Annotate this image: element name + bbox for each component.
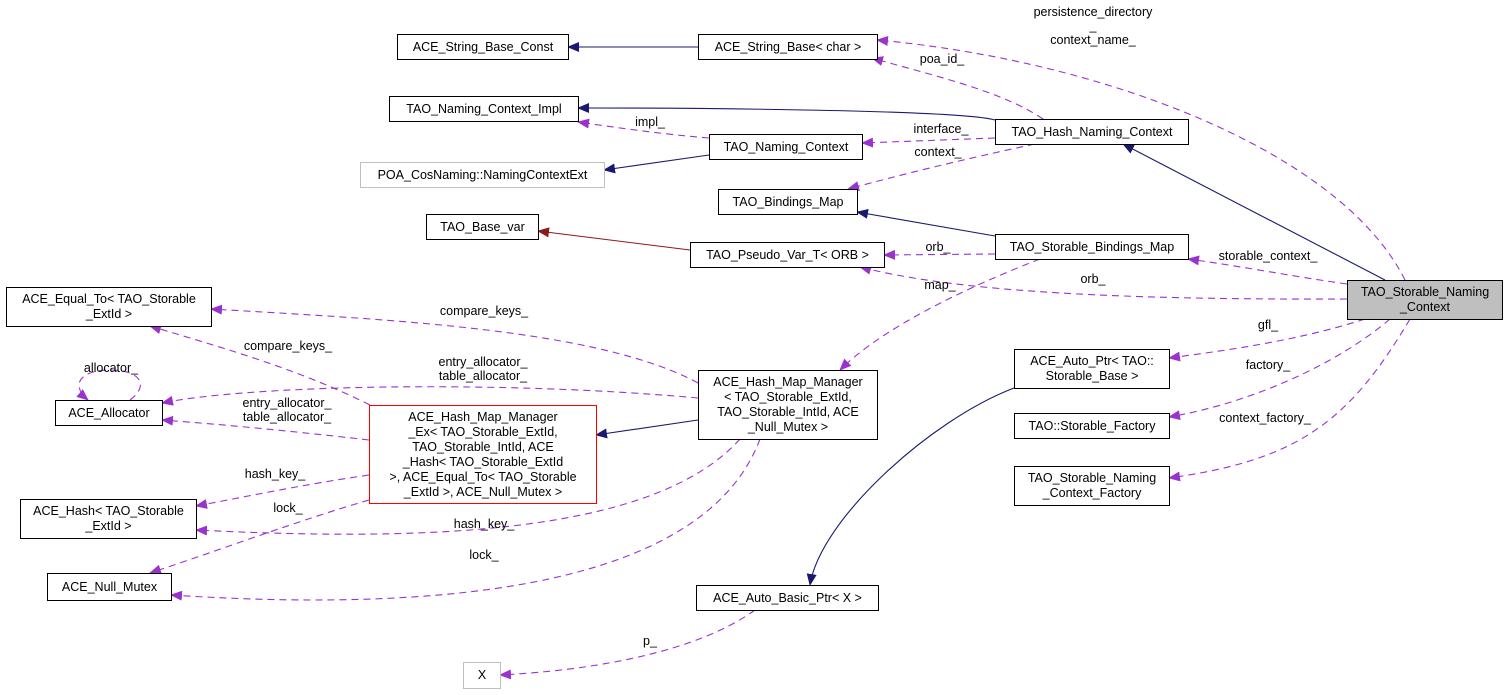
edge-use-allocator-self <box>76 369 141 401</box>
node-tao-storable-naming-context[interactable]: TAO_Storable_Naming _Context <box>1347 280 1503 320</box>
node-ace-equal-to[interactable]: ACE_Equal_To< TAO_Storable _ExtId > <box>6 287 212 327</box>
edge-use-compare-keys-a <box>210 304 699 384</box>
label-compare-keys-a: compare_keys_ <box>439 304 529 318</box>
edge-use-persistence-directory <box>876 36 1406 281</box>
label-factory: factory_ <box>1245 358 1291 372</box>
label-context-factory: context_factory_ <box>1219 411 1311 425</box>
edge-use-impl <box>577 118 710 139</box>
edge-use-gfl <box>1168 318 1366 362</box>
label-compare-keys-b: compare_keys_ <box>243 339 333 353</box>
label-interface: interface_ <box>913 122 969 136</box>
node-ace-hash-map-manager[interactable]: ACE_Hash_Map_Manager < TAO_Storable_ExtI… <box>698 370 878 440</box>
label-context: context_ <box>914 145 962 159</box>
edge-use-p <box>499 609 756 680</box>
edge-use-entry-table-b <box>161 415 370 441</box>
edge-use-context-factory <box>1168 318 1411 482</box>
node-ace-allocator[interactable]: ACE_Allocator <box>55 400 163 426</box>
label-allocator: allocator_ <box>83 361 139 375</box>
label-hash-key-a: hash_key_ <box>244 467 306 481</box>
edge-use-orb-upper <box>883 249 996 260</box>
label-impl: impl_ <box>635 115 665 129</box>
edge-inherit-hash-map-manager-ex <box>595 419 699 439</box>
label-entry-table-a: entry_allocator_ table_allocator_ <box>438 355 528 383</box>
node-ace-hash-map-manager-ex[interactable]: ACE_Hash_Map_Manager _Ex< TAO_Storable_E… <box>369 405 597 504</box>
edge-use-lock-b <box>170 438 761 601</box>
label-lock-b: lock_ <box>469 548 499 562</box>
edge-inherit-bindings-map <box>856 208 996 237</box>
node-x[interactable]: X <box>463 662 501 689</box>
node-ace-hash[interactable]: ACE_Hash< TAO_Storable _ExtId > <box>20 499 197 539</box>
label-lock-a: lock_ <box>273 501 303 515</box>
node-tao-naming-context[interactable]: TAO_Naming_Context <box>709 134 863 160</box>
edge-inherit-auto-basic-ptr <box>806 387 1015 586</box>
label-entry-table-b: entry_allocator_ table_allocator_ <box>242 396 332 424</box>
edge-use-compare-keys-b <box>149 324 371 406</box>
label-orb-lower: orb_ <box>1080 272 1106 286</box>
edge-inherit-poa <box>603 154 710 174</box>
edge-use-hash-key-a <box>195 474 370 509</box>
edge-use-map <box>839 258 1041 371</box>
node-ace-string-base[interactable]: ACE_String_Base< char > <box>698 34 878 60</box>
edge-inherit-base-var <box>537 227 691 251</box>
label-poa-id: poa_id_ <box>919 52 965 66</box>
label-hash-key-b: hash_key_ <box>453 517 515 531</box>
edge-use-lock-a <box>149 499 370 575</box>
node-tao-base-var[interactable]: TAO_Base_var <box>426 214 539 240</box>
node-poa-naming-context-ext[interactable]: POA_CosNaming::NamingContextExt <box>360 162 605 188</box>
node-ace-auto-ptr[interactable]: ACE_Auto_Ptr< TAO:: Storable_Base > <box>1014 349 1170 389</box>
node-ace-string-base-const[interactable]: ACE_String_Base_Const <box>397 34 569 60</box>
node-tao-hash-naming-context[interactable]: TAO_Hash_Naming_Context <box>995 119 1189 145</box>
node-ace-null-mutex[interactable]: ACE_Null_Mutex <box>47 573 172 601</box>
edge-use-context <box>847 143 1036 191</box>
edge-inherit-hash-naming-context <box>1122 143 1386 281</box>
node-tao-storable-factory[interactable]: TAO::Storable_Factory <box>1014 413 1170 439</box>
label-persistence-directory: persistence_directory _ context_name_ <box>1033 5 1153 47</box>
label-orb-upper: orb_ <box>925 240 951 254</box>
edge-use-entry-table-a <box>161 386 699 406</box>
edge-use-orb-lower <box>859 264 1348 300</box>
node-tao-pseudo-var[interactable]: TAO_Pseudo_Var_T< ORB > <box>690 242 885 268</box>
node-tao-storable-naming-context-factory[interactable]: TAO_Storable_Naming _Context_Factory <box>1014 466 1170 506</box>
edge-inherit-naming-context-impl <box>577 103 996 121</box>
label-gfl: gfl_ <box>1257 318 1279 332</box>
node-ace-auto-basic-ptr[interactable]: ACE_Auto_Basic_Ptr< X > <box>696 585 879 611</box>
label-storable-context: storable_context_ <box>1218 249 1318 263</box>
node-tao-bindings-map[interactable]: TAO_Bindings_Map <box>718 189 858 215</box>
label-map: map_ <box>924 278 956 292</box>
edge-use-interface <box>861 137 996 148</box>
edge-use-factory <box>1168 318 1391 421</box>
label-p: p_ <box>643 634 657 648</box>
edge-use-poa-id <box>871 56 1044 120</box>
node-tao-storable-bindings-map[interactable]: TAO_Storable_Bindings_Map <box>995 234 1189 260</box>
node-tao-naming-context-impl[interactable]: TAO_Naming_Context_Impl <box>389 96 579 122</box>
